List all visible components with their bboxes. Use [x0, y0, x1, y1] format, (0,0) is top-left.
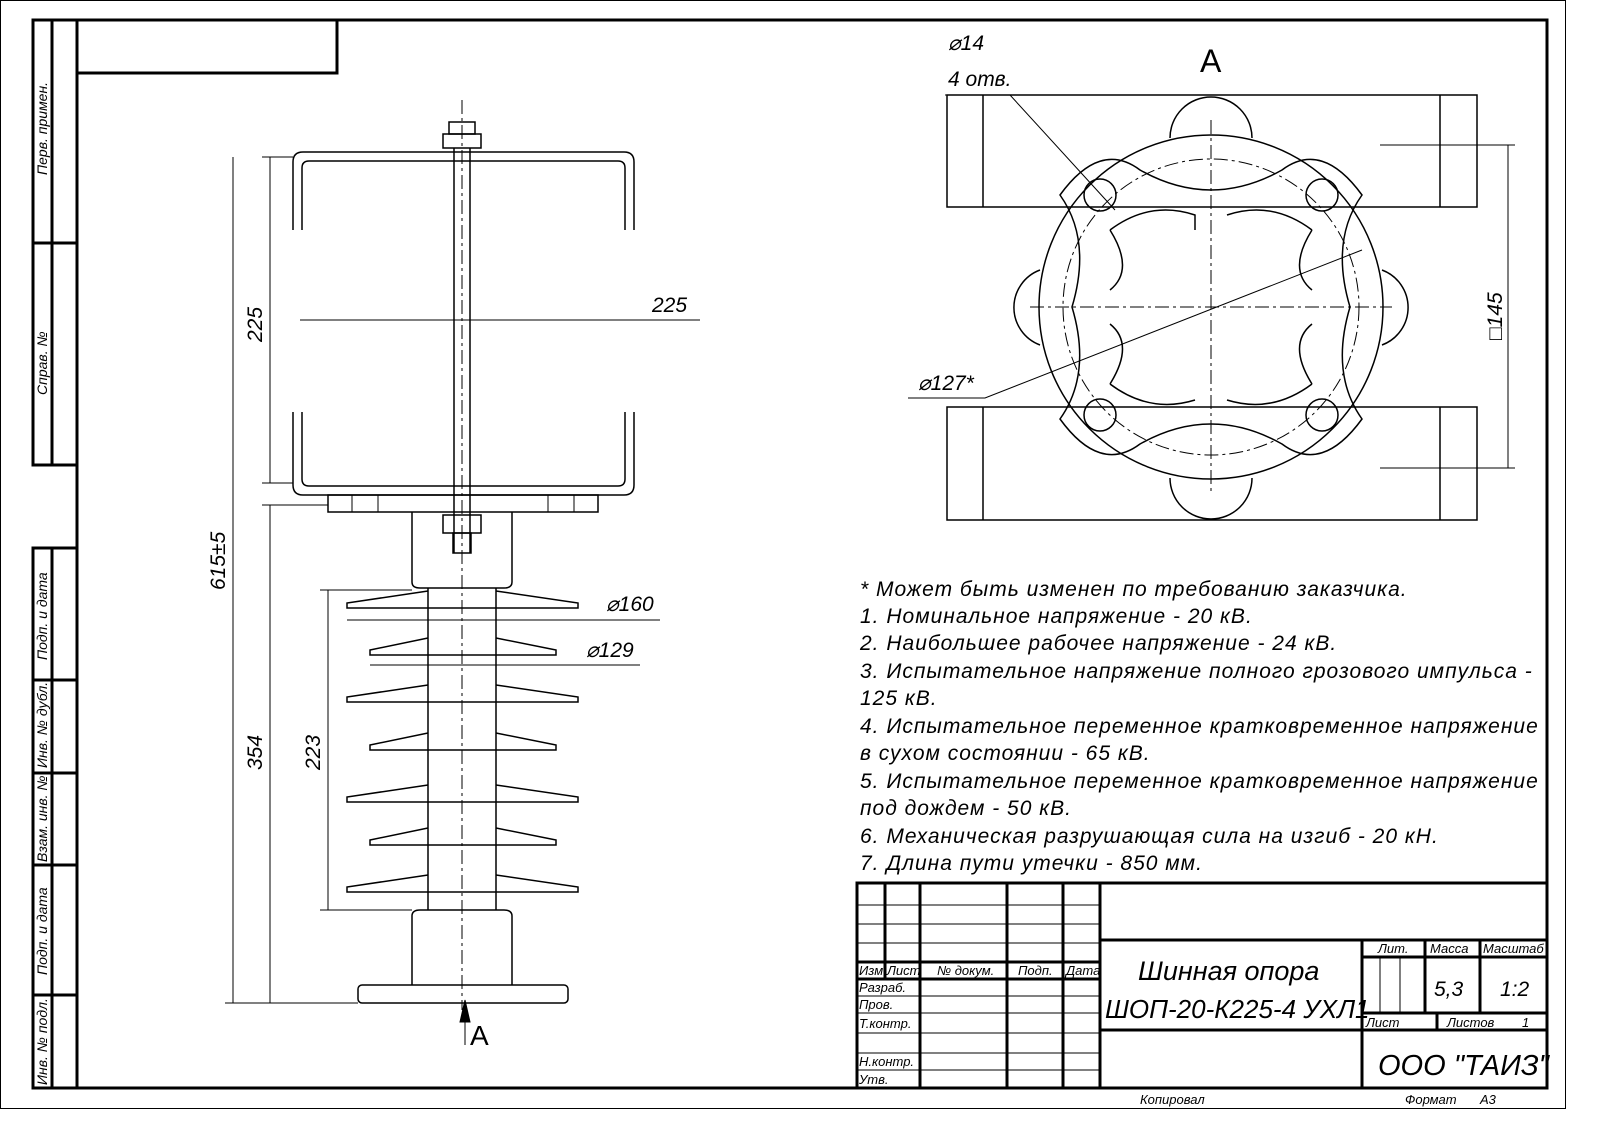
copied-label: Копировал — [1140, 1092, 1205, 1107]
insulator-shed — [369, 637, 557, 656]
scale-value: 1:2 — [1500, 978, 1530, 1001]
hole-dia: ⌀14 — [948, 32, 984, 55]
tb-header: Лист — [886, 963, 921, 978]
tb-header: Подп. — [1018, 963, 1053, 978]
view-marker-a: A — [470, 1020, 489, 1051]
format-label: Формат — [1405, 1092, 1457, 1107]
note-line: в сухом состоянии - 65 кВ. — [860, 742, 1151, 765]
scale-label: Масштаб — [1483, 941, 1544, 956]
side-strip-bottom — [31, 546, 79, 1090]
bracket-top — [292, 151, 635, 230]
dim-insulator-height: 354 — [244, 735, 267, 770]
lit-label: Лит. — [1377, 941, 1408, 956]
note-line: 4. Испытательное переменное кратковремен… — [860, 715, 1539, 738]
bracket-bottom — [292, 412, 635, 496]
strip-label: Взам. инв. № — [34, 775, 50, 862]
note-line: 3. Испытательное напряжение полного гроз… — [860, 660, 1533, 683]
busbar-bottom — [946, 406, 1478, 521]
insulator-shed — [346, 874, 579, 893]
note-line: 5. Испытательное переменное кратковремен… — [860, 770, 1539, 793]
dim-bracket-width: 225 — [651, 294, 687, 317]
tb-header: Изм. — [859, 963, 887, 978]
tb-header: № докум. — [937, 963, 994, 978]
note-line: 7. Длина пути утечки - 850 мм. — [860, 852, 1203, 875]
tb-role: Т.контр. — [859, 1016, 911, 1031]
strip-label: Справ. № — [34, 331, 50, 395]
dim-shed-zone: 223 — [302, 735, 325, 771]
dim-shed-large: ⌀160 — [606, 593, 654, 616]
dim-total-height: 615±5 — [207, 531, 230, 590]
organization: ООО "ТАИЗ" — [1378, 1050, 1551, 1082]
note-line: 1. Номинальное напряжение - 20 кВ. — [860, 605, 1253, 628]
sheets-count: 1 — [1522, 1015, 1529, 1030]
strip-label: Инв. № дубл. — [34, 682, 50, 768]
busbar-top — [946, 94, 1478, 208]
tb-role: Утв. — [858, 1072, 889, 1087]
dim-shed-small: ⌀129 — [586, 639, 634, 662]
view-arrow — [459, 999, 471, 1045]
tb-header: Дата — [1064, 963, 1100, 978]
mass-value: 5,3 — [1434, 978, 1464, 1001]
dim-bracket-height: 225 — [244, 307, 267, 343]
page-border — [0, 0, 1566, 1109]
side-dimensions — [225, 156, 700, 1004]
clamp-lobes — [1059, 158, 1363, 456]
title-line1: Шинная опора — [1138, 956, 1319, 986]
insulator-sheds — [346, 590, 579, 893]
note-line: под дождем - 50 кВ. — [860, 797, 1073, 820]
insulator-shed — [369, 827, 557, 846]
view-a-title: A — [1200, 43, 1222, 79]
note-line: 2. Наибольшее рабочее напряжение - 24 кВ… — [860, 632, 1338, 655]
insulator-shed — [369, 732, 557, 751]
side-strip-top — [31, 18, 79, 467]
format-value: А3 — [1479, 1092, 1497, 1107]
base-flange — [357, 984, 569, 1004]
note-line: * Может быть изменен по требованию заказ… — [860, 578, 1408, 601]
insulator-core — [427, 588, 497, 910]
top-view — [908, 94, 1515, 521]
square-dim: □145 — [1484, 292, 1507, 340]
sheet-label: Лист — [1365, 1015, 1400, 1030]
hole-count: 4 отв. — [948, 68, 1011, 91]
strip-label: Подп. и дата — [34, 887, 50, 975]
mounting-plate — [327, 494, 599, 513]
title-line2: ШОП-20-К225-4 УХЛ1 — [1105, 994, 1370, 1024]
lower-cap — [411, 909, 513, 985]
tb-role: Пров. — [859, 997, 893, 1012]
side-view — [292, 100, 635, 1010]
note-line: 6. Механическая разрушающая сила на изги… — [860, 825, 1439, 848]
top-left-box — [77, 20, 339, 75]
pcd-dim: ⌀127* — [918, 372, 975, 395]
strip-label: Перв. примен. — [34, 82, 50, 175]
note-line: 125 кВ. — [860, 687, 938, 710]
strip-label: Инв. № подл. — [34, 998, 50, 1085]
title-block — [855, 881, 1549, 1090]
mass-label: Масса — [1430, 941, 1468, 956]
sheets-label: Листов — [1446, 1015, 1495, 1030]
tb-role: Разраб. — [859, 980, 906, 995]
strip-label: Подп. и дата — [34, 572, 50, 660]
tb-role: Н.контр. — [859, 1054, 914, 1069]
